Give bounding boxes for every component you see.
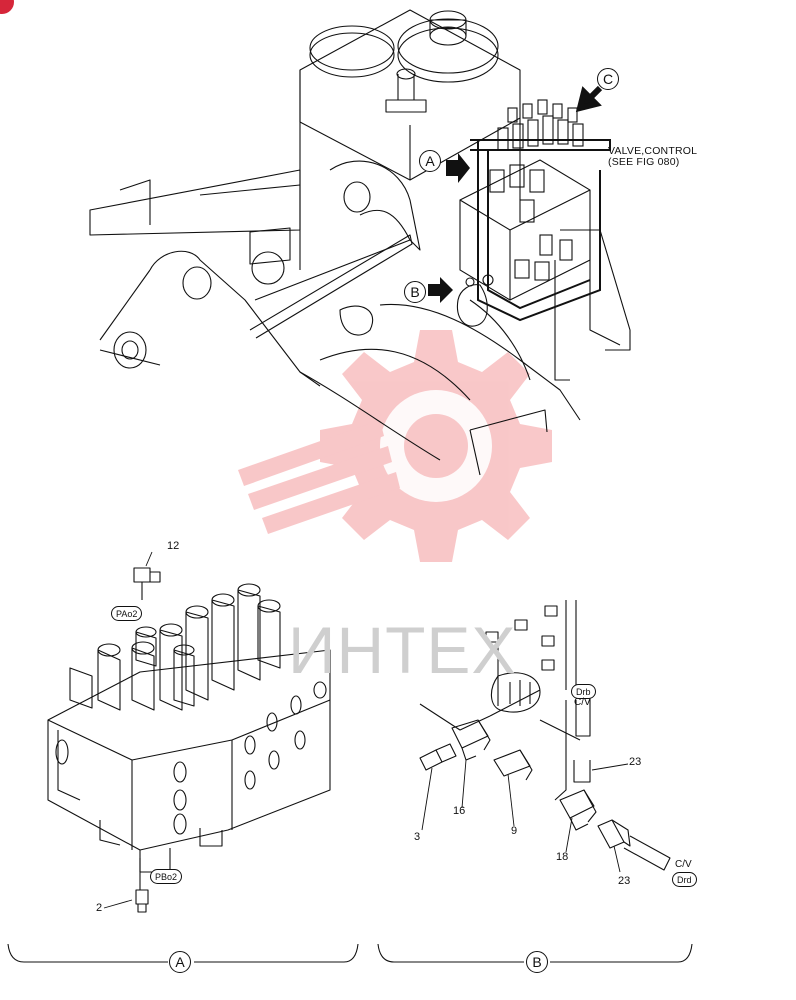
control-valve-overview xyxy=(459,99,611,322)
port-tag-drd: Drd xyxy=(672,872,697,887)
part-number-23-bottom: 23 xyxy=(618,875,631,887)
cv-label-top: C/V xyxy=(574,697,591,708)
part-number-9: 9 xyxy=(511,825,518,837)
part-number-16: 16 xyxy=(453,805,466,817)
callout-b: B xyxy=(404,281,426,303)
valve-note-line2: (SEE FIG 080) xyxy=(608,156,680,168)
part-number-12: 12 xyxy=(167,540,180,552)
detail-a-valve xyxy=(47,567,331,913)
watermark-text: ИНТЕХ xyxy=(288,613,517,687)
section-label-b: B xyxy=(526,951,548,973)
cv-label-bottom: C/V xyxy=(675,859,692,870)
machine-overview xyxy=(89,9,631,476)
part-number-18: 18 xyxy=(556,851,569,863)
port-tag-pb02: PBo2 xyxy=(150,869,183,884)
callout-a: A xyxy=(419,150,441,172)
corner-mark xyxy=(0,0,14,14)
port-tag-drb: Drb xyxy=(571,684,596,699)
section-label-a: A xyxy=(169,951,191,973)
callout-c: C xyxy=(597,68,619,90)
arrow-icon-c xyxy=(575,85,603,113)
leader-lines xyxy=(103,551,629,909)
part-number-23-top: 23 xyxy=(629,756,642,768)
detail-b-fittings xyxy=(419,600,671,871)
arrow-icon-a xyxy=(446,153,470,183)
part-number-3: 3 xyxy=(414,831,421,843)
arrow-icon-b xyxy=(428,277,453,303)
part-number-2: 2 xyxy=(96,902,103,914)
watermark-gear-icon xyxy=(238,330,552,562)
valve-note-line1: VALVE,CONTROL xyxy=(608,145,698,157)
section-braces xyxy=(7,943,693,963)
port-tag-pa02: PAo2 xyxy=(111,606,143,621)
